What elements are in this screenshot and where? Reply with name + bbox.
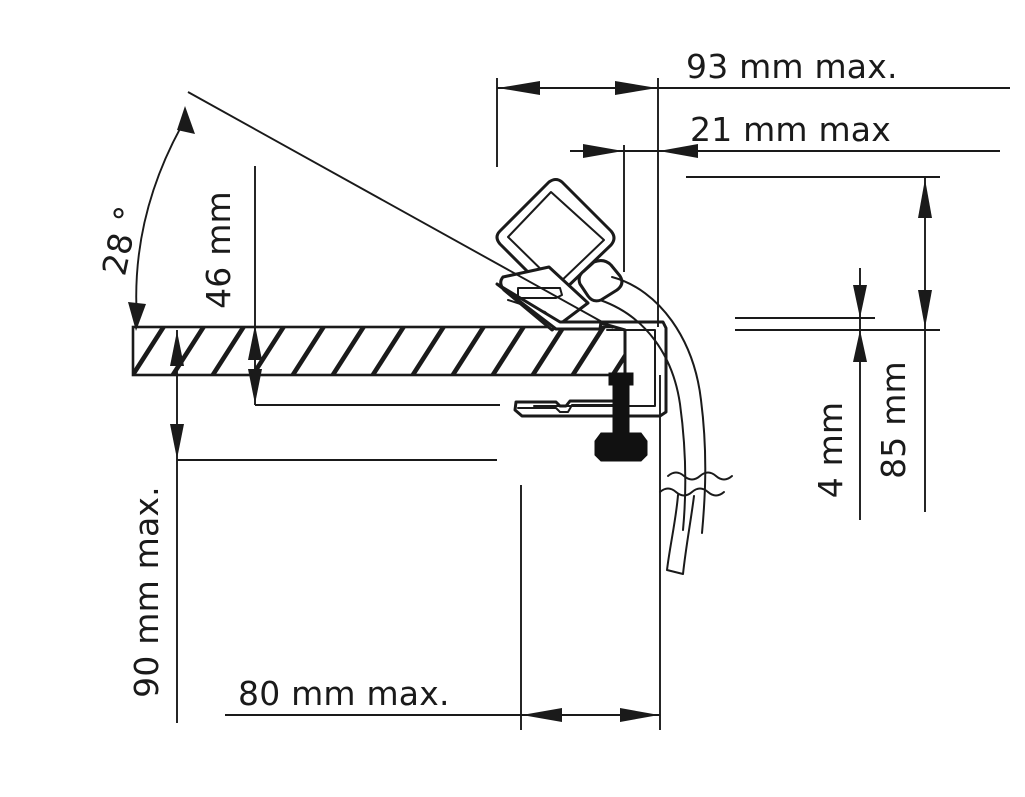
countertop-hatching [133, 327, 660, 375]
flexible-hose [599, 276, 733, 575]
dim85-arrow-bottom [918, 290, 932, 328]
angle-28-label: 28 ° [94, 202, 147, 278]
dim93-arrow-right [615, 81, 657, 95]
dim90-label: 90 mm max. [127, 486, 166, 698]
dim46-arrow-up [248, 325, 262, 360]
dim21-arrow-left [583, 144, 623, 158]
dim4-arrow-down [853, 285, 867, 318]
dim4-label: 4 mm [811, 402, 850, 499]
angle-arc-arrow-top [177, 106, 195, 134]
dimension-80mm: 80 mm max. [225, 375, 661, 730]
spray-head [495, 178, 624, 332]
dim85-label: 85 mm [874, 361, 913, 479]
dim90-arrow-down [170, 424, 184, 459]
dim46-arrow-down [248, 369, 262, 404]
dimension-21mm: 21 mm max [570, 110, 1000, 272]
screw-shaft [612, 384, 630, 434]
dim21-arrow-right [659, 144, 698, 158]
dimension-90mm: 90 mm max. [127, 330, 497, 723]
dim4-arrow-up [853, 330, 867, 362]
hose-outer-curve [611, 276, 707, 534]
dim85-arrow-top [918, 179, 932, 218]
dim80-label: 80 mm max. [238, 674, 450, 713]
angle-arc-arrow-bottom [128, 302, 146, 331]
dim93-label: 93 mm max. [686, 47, 898, 86]
angle-28-dimension: 28 ° [94, 91, 614, 331]
dimension-4mm: 4 mm [735, 268, 875, 520]
screw-collar [608, 372, 634, 386]
hose-lower-segment [666, 494, 695, 575]
dim90-arrow-up [170, 331, 184, 366]
dim46-label: 46 mm [199, 191, 238, 309]
dimension-93mm: 93 mm max. [496, 47, 1010, 327]
dim21-label: 21 mm max [690, 110, 891, 149]
angle-reference-line [187, 91, 614, 329]
dim93-arrow-left [498, 81, 540, 95]
spray-head-support [495, 282, 603, 331]
dim80-arrow-right [620, 708, 659, 722]
hose-break-symbol [659, 471, 733, 497]
screw-foot [594, 432, 648, 462]
countertop-slab [131, 325, 662, 377]
dimension-46mm: 46 mm [199, 166, 500, 406]
clamp-screw [594, 372, 648, 462]
dim80-arrow-left [522, 708, 562, 722]
angle-arc [135, 117, 187, 321]
clamp-lower-lip [517, 404, 621, 413]
dimension-85mm: 85 mm [686, 176, 940, 512]
